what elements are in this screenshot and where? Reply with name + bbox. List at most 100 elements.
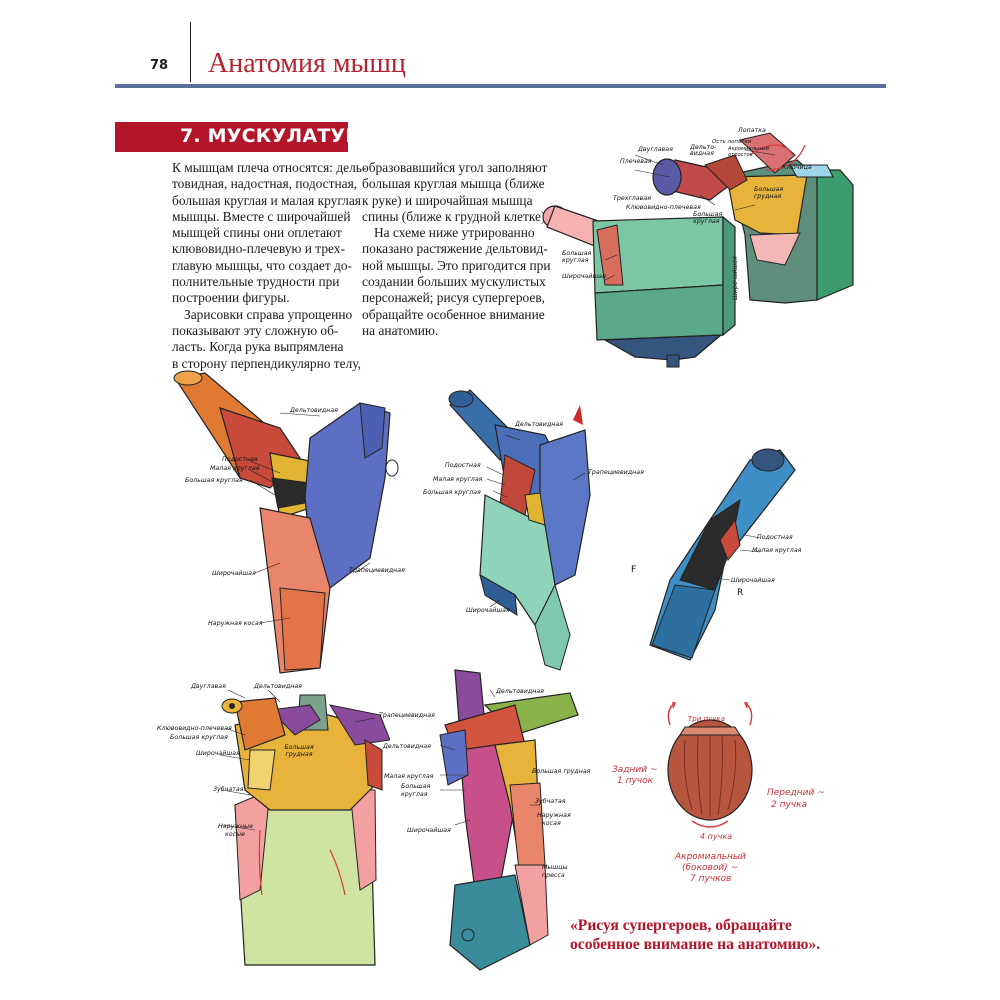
label-bolshaya: Большая: [401, 783, 431, 790]
label-pressa: пресса: [542, 872, 565, 879]
label-naruzhnaya: Наружная: [537, 812, 571, 819]
label-klyuchitsa: Ключица: [782, 164, 812, 171]
page-number: 78: [150, 58, 169, 73]
text-line: образовавшийся угол заполняют: [362, 160, 548, 175]
label-r: R: [737, 588, 744, 598]
front-view-figure: [219, 689, 390, 966]
label-4-puchka: 4 пучка: [700, 832, 733, 841]
rotated-torso-figure: [448, 389, 591, 671]
text-line: на анатомию.: [362, 322, 439, 338]
label-akromialny: Акромиальный: [675, 852, 746, 862]
text-line: персонажей; рисуя супергероев,: [362, 290, 545, 306]
label-bolshaya-kruglaya: Большая круглая: [185, 477, 243, 484]
label-zubchataya: Зубчатая: [213, 786, 244, 793]
text-line: главую мышцы, что создает до-: [172, 257, 352, 273]
label-trehglavaya: Трехглавая: [613, 195, 651, 202]
label-tri-puchka: Три пучка: [688, 715, 725, 723]
label-shirochayshaya: Широчайшая: [731, 577, 775, 584]
label-shirochayshaya: Широчайшая: [466, 607, 510, 614]
section-title: 7. МУСКУЛАТУРА: [180, 125, 375, 147]
text-line: ласть. Когда рука выпрямлена: [172, 339, 344, 355]
label-trapetsievidnaya: Трапециевидная: [349, 567, 405, 574]
label-bolshaya-grudnaya: Большая грудная: [532, 768, 591, 775]
label-deltovidnaya: Дельтовидная: [254, 683, 302, 690]
label-bolshaya-kruglaya: Большая круглая: [170, 734, 228, 741]
label-kosye: косые: [225, 831, 245, 838]
label-1-puchok: 1 пучок: [617, 776, 654, 786]
label-shirochayshaya: Широчайшая: [407, 827, 451, 834]
text-line: полнительные трудности при: [172, 274, 340, 290]
text-line: Зарисовки справа упрощенно: [184, 306, 353, 322]
quote-line: особенное внимание на анатомию».: [570, 936, 821, 953]
label-shirochayshaya-left: Широчайшая: [562, 273, 606, 280]
label-deltovidnaya: Дельтовидная: [290, 407, 338, 414]
back-view-figure: [173, 370, 399, 674]
text-line: построении фигуры.: [172, 290, 290, 306]
label-7-puchkov: 7 пучков: [690, 874, 732, 884]
label-lopatka: Лопатка: [738, 127, 766, 134]
section-bar: [115, 122, 348, 152]
label-podostnaya: Подостная: [757, 534, 793, 541]
label-klyuvovidno-plechevaya: Клювовидно-плечевая: [157, 725, 232, 732]
label-malaya-kruglaya: Малая круглая: [384, 773, 434, 780]
header-rule: [115, 84, 886, 88]
text-line: показано растяжение дельтовид-: [362, 241, 548, 257]
label-trapetsievidnaya: Трапециевидная: [379, 712, 435, 719]
label-malaya-kruglaya: Малая круглая: [752, 547, 802, 554]
pull-quote: «Рисуя супергероев, обращайте особенное …: [570, 916, 870, 954]
label-myshtsy: Мышцы: [542, 864, 568, 871]
label-zadny: Задний ~: [612, 765, 658, 775]
label-podostnaya: Подостная: [222, 456, 258, 463]
deltoid-diagram: [667, 702, 753, 828]
label-bolshaya-grudnaya: Большая грудная: [754, 186, 784, 200]
label-klyuvovidno-plechevaya: Клювовидно-плечевая: [626, 204, 701, 211]
text-line: показывают эту сложную об-: [172, 322, 339, 338]
chapter-title: Анатомия мышц: [208, 48, 406, 79]
text-line: клювовидно-плечевую и трех-: [172, 241, 345, 257]
label-deltovidnaya-left: Дельтовидная: [383, 743, 431, 750]
text-line: К мышцам плеча относятся: дель-: [172, 160, 367, 175]
text-line: обращайте особенное внимание: [362, 306, 545, 322]
label-malaya-kruglaya: Малая круглая: [433, 476, 483, 483]
text-line: в сторону перпендикулярно телу,: [172, 355, 361, 371]
label-ost-lopatki: Ость лопатки: [712, 139, 752, 145]
text-line: мышцей спины они оплетают: [172, 225, 342, 241]
label-naruzhnye: Наружные: [218, 823, 253, 830]
text-line: товидная, надостная, подостная,: [172, 176, 358, 192]
shoulder-block-diagram: [542, 132, 854, 368]
label-shirochayshaya: Широчайшая: [196, 750, 240, 757]
label-dvuglavaya: Двуглавая: [638, 146, 673, 153]
label-trapetsievidnaya: Трапециевидная: [588, 469, 644, 476]
body-text-column-2: образовавшийся угол заполняют большая кр…: [362, 160, 551, 339]
label-bokovoy: (боковой) ~: [682, 863, 739, 873]
label-zubchataya: Зубчатая: [535, 798, 566, 805]
text-line: большая круглая и малая круглая: [172, 192, 361, 208]
header-divider: [190, 22, 191, 82]
label-bolshaya-kruglaya-left: Большая круглая: [562, 250, 592, 264]
label-deltovidnaya: Дельто-видная: [690, 144, 717, 157]
label-deltovidnaya-top: Дельтовидная: [496, 688, 544, 695]
label-shirochayshaya: Широчайшая: [212, 570, 256, 577]
text-line: спины (ближе к грудной клетке).: [362, 208, 549, 224]
text-line: создании больших мускулистых: [362, 274, 546, 290]
side-view-figure: [439, 669, 579, 971]
label-kruglaya: круглая: [401, 791, 428, 798]
body-text-column-1: К мышцам плеча относятся: дель- товидная…: [172, 160, 367, 372]
label-podostnaya: Подостная: [445, 462, 481, 469]
text-line: мышцы. Вместе с широчайшей: [172, 208, 351, 224]
text-line: На схеме ниже утрированно: [374, 225, 535, 241]
label-dvuglavaya: Двуглавая: [191, 683, 226, 690]
label-2-puchka: 2 пучка: [771, 800, 808, 810]
arm-figure: [649, 448, 796, 661]
quote-line: «Рисуя супергероев, обращайте: [570, 917, 792, 934]
label-naruzhnaya-kosaya: Наружная косая: [208, 620, 263, 627]
label-plechevaya: Плечевая: [620, 158, 652, 165]
label-bolshaya-grudnaya: Большая грудная: [284, 744, 314, 758]
text-line: большая круглая мышца (ближе: [362, 176, 545, 192]
label-bolshaya-kruglaya-right: Большая круглая: [693, 211, 723, 225]
label-malaya-kruglaya: Малая круглая: [210, 465, 260, 472]
text-line: к руке) и широчайшая мышца: [362, 192, 533, 208]
label-bolshaya-kruglaya: Большая круглая: [423, 489, 481, 496]
label-f: F: [631, 565, 637, 575]
label-peredny: Передний ~: [767, 788, 825, 798]
